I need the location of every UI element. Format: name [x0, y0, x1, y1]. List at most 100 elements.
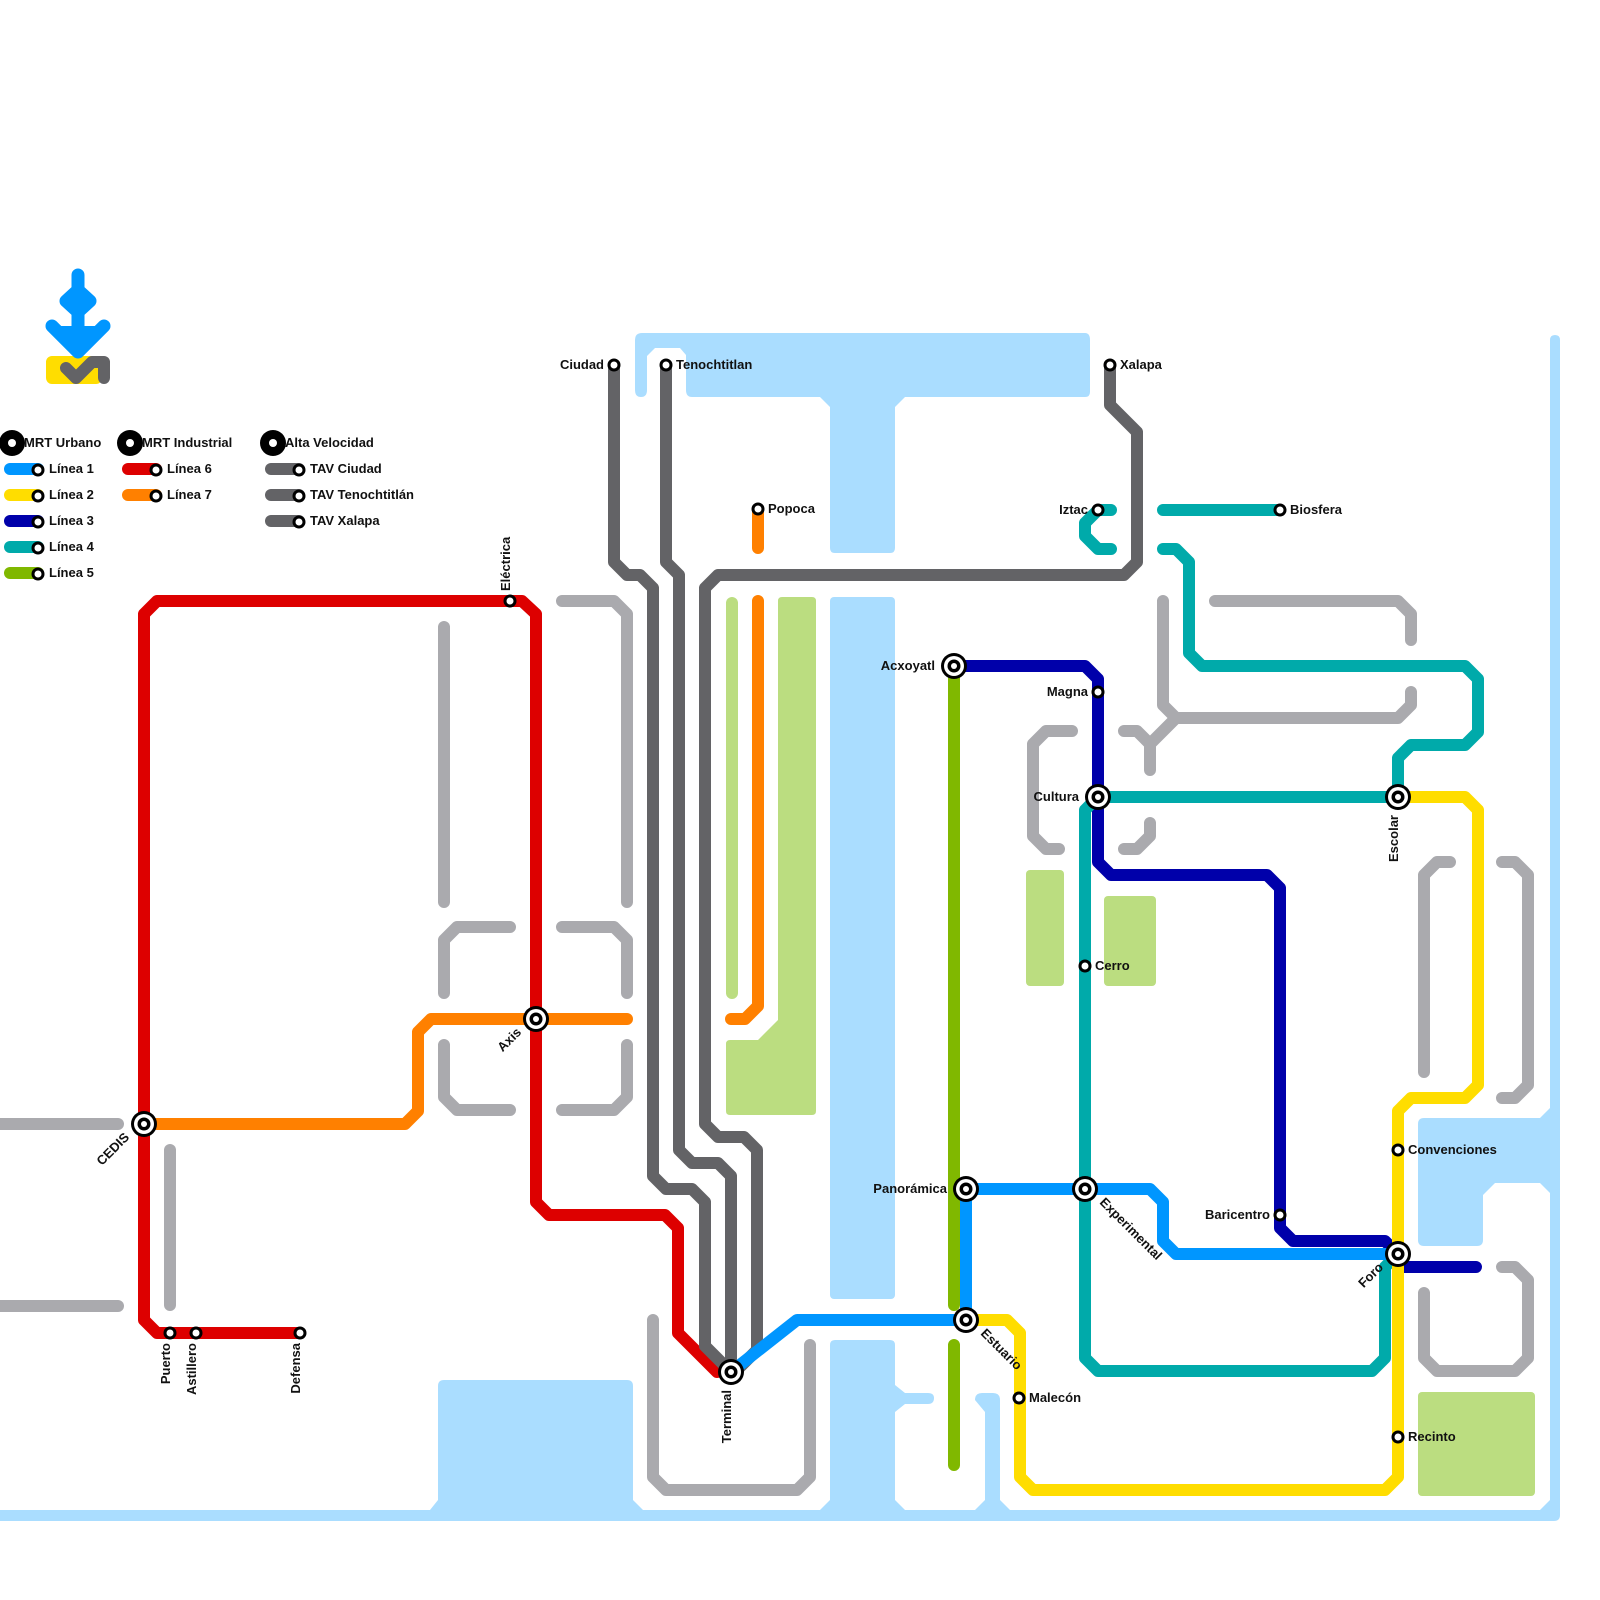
station-icon: [31, 515, 45, 529]
station-escolar[interactable]: Escolar: [1385, 784, 1411, 862]
transit-lines: [138, 359, 1484, 1496]
station-icon: [607, 358, 621, 372]
legend-item-tav-ciudad: TAV Ciudad: [265, 461, 382, 477]
station-label: Malecón: [1029, 1390, 1081, 1405]
station-magna[interactable]: Magna: [1047, 684, 1105, 699]
station-icon: [31, 541, 45, 555]
linea-6-line: [138, 595, 723, 1378]
legend-item-linea-5: Línea 5: [4, 565, 94, 581]
station-acxoyatl[interactable]: Acxoyatl: [881, 653, 967, 679]
arrow-down-logo-icon: [45, 268, 111, 384]
station-label: Eléctrica: [498, 536, 513, 591]
station-electrica[interactable]: Eléctrica: [498, 536, 517, 608]
legend-item-linea-3: Línea 3: [4, 513, 94, 529]
station-convenciones[interactable]: Convenciones: [1391, 1142, 1497, 1157]
station-terminal[interactable]: Terminal: [718, 1359, 744, 1443]
tav-tenochtitlan-line: [660, 359, 737, 1378]
linea-4-line: [1079, 504, 1484, 1377]
station-label: Cultura: [1034, 789, 1080, 804]
station-icon: [659, 358, 673, 372]
station-icon: [163, 1326, 177, 1340]
station-label: Baricentro: [1205, 1207, 1270, 1222]
station-icon: [1391, 1143, 1405, 1157]
legend-item-label: TAV Tenochtitlán: [310, 487, 414, 502]
station-malecon[interactable]: Malecón: [1012, 1390, 1081, 1405]
station-label: Recinto: [1408, 1429, 1456, 1444]
legend-item-linea-6: Línea 6: [122, 461, 212, 477]
station-icon: [31, 489, 45, 503]
legend-item-linea-2: Línea 2: [4, 487, 94, 503]
tav-xalapa-line: [699, 359, 1143, 1378]
station-puerto[interactable]: Puerto: [158, 1326, 177, 1384]
legend-item-tav-tenochtitlan: TAV Tenochtitlán: [265, 487, 414, 503]
station-icon: [1078, 959, 1092, 973]
station-icon: [751, 502, 765, 516]
legend-item-linea-1: Línea 1: [4, 461, 94, 477]
station-icon: [292, 489, 306, 503]
station-icon: [292, 463, 306, 477]
station-icon: [1273, 503, 1287, 517]
station-label: Experimental: [1097, 1195, 1165, 1263]
station-icon: [1012, 1391, 1026, 1405]
station-biosfera[interactable]: Biosfera: [1273, 502, 1343, 517]
legend-item-tav-xalapa: TAV Xalapa: [265, 513, 380, 529]
park-areas: [726, 597, 1535, 1496]
legend-item-label: Línea 3: [49, 513, 94, 528]
station-ciudad[interactable]: Ciudad: [560, 357, 621, 372]
station-icon: [149, 463, 163, 477]
station-recinto[interactable]: Recinto: [1391, 1429, 1456, 1444]
legend-item-label: Línea 1: [49, 461, 94, 476]
station-label: Terminal: [719, 1390, 734, 1443]
water-areas: [0, 333, 1560, 1521]
station-label: Biosfera: [1290, 502, 1343, 517]
station-label: Acxoyatl: [881, 658, 935, 673]
station-label: Magna: [1047, 684, 1089, 699]
legend-item-label: Línea 2: [49, 487, 94, 502]
station-defensa[interactable]: Defensa: [288, 1326, 307, 1394]
station-icon: [189, 1326, 203, 1340]
station-label: Ciudad: [560, 357, 604, 372]
station-label: Iztac: [1059, 502, 1088, 517]
station-icon: [149, 489, 163, 503]
legend-item-label: TAV Ciudad: [310, 461, 382, 476]
station-baricentro[interactable]: Baricentro: [1205, 1207, 1287, 1222]
legend-group-title: MRT Industrial: [142, 435, 232, 450]
station-axis[interactable]: Axis: [494, 1006, 549, 1055]
station-xalapa[interactable]: Xalapa: [1103, 357, 1163, 372]
station-cerro[interactable]: Cerro: [1078, 958, 1130, 973]
station-label: Cerro: [1095, 958, 1130, 973]
linea-3-line: [948, 660, 1482, 1273]
station-label: Astillero: [184, 1343, 199, 1395]
linea-2-line: [960, 791, 1484, 1496]
unbuilt-lines: [0, 595, 1534, 1496]
station-icon: [1091, 503, 1105, 517]
legend-group-title: MRT Urbano: [24, 435, 101, 450]
legend-item-linea-4: Línea 4: [4, 539, 95, 555]
station-tenochtitlan[interactable]: Tenochtitlan: [659, 357, 752, 372]
station-iztac[interactable]: Iztac: [1059, 502, 1105, 517]
legend-item-label: Línea 6: [167, 461, 212, 476]
station-label: CEDIS: [93, 1129, 132, 1168]
station-icon: [31, 567, 45, 581]
station-panoramica[interactable]: Panorámica: [873, 1176, 979, 1202]
station-label: Puerto: [158, 1343, 173, 1384]
linea-1-line: [725, 1183, 1404, 1378]
station-label: Escolar: [1386, 815, 1401, 862]
station-popoca[interactable]: Popoca: [751, 501, 816, 516]
station-icon: [503, 594, 517, 608]
station-label: Tenochtitlan: [676, 357, 752, 372]
station-icon: [293, 1326, 307, 1340]
station-icon: [292, 515, 306, 529]
station-cultura[interactable]: Cultura: [1034, 784, 1112, 810]
legend-item-label: TAV Xalapa: [310, 513, 380, 528]
station-label: Defensa: [288, 1342, 303, 1393]
station-icon: [1273, 1208, 1287, 1222]
station-label: Xalapa: [1120, 357, 1163, 372]
station-astillero[interactable]: Astillero: [184, 1326, 203, 1395]
station-label: Axis: [494, 1025, 524, 1055]
station-label: Panorámica: [873, 1181, 947, 1196]
